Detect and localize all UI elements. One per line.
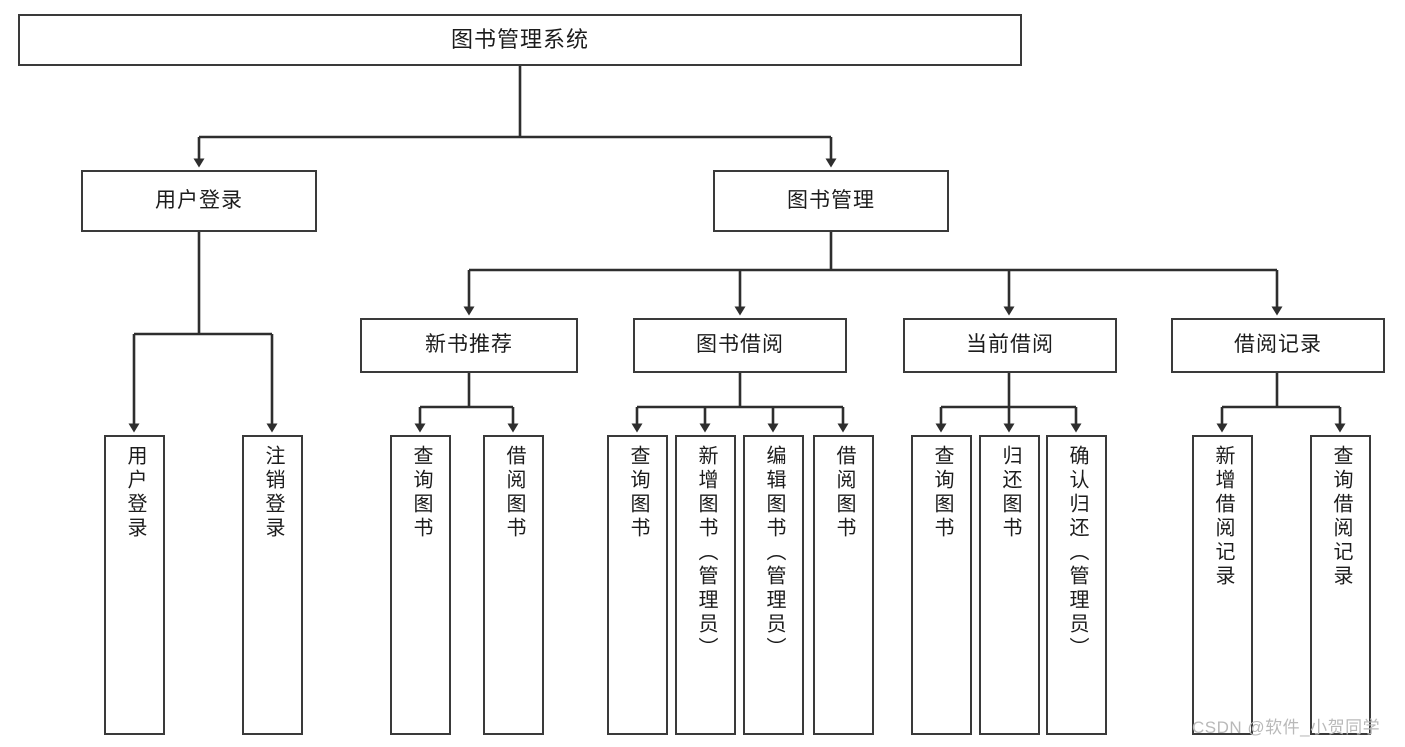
leaf-borrow-book[interactable]: 借阅图书	[813, 435, 874, 735]
node-label: 新增图书（管理员）	[695, 445, 717, 661]
node-label: 查询图书	[627, 445, 649, 541]
leaf-query-book-current[interactable]: 查询图书	[911, 435, 972, 735]
node-label: 编辑图书（管理员）	[763, 445, 785, 661]
node-new-book-recommendation[interactable]: 新书推荐	[360, 318, 578, 373]
leaf-query-book-borrow[interactable]: 查询图书	[607, 435, 668, 735]
node-book-borrow[interactable]: 图书借阅	[633, 318, 847, 373]
leaf-add-book-admin[interactable]: 新增图书（管理员）	[675, 435, 736, 735]
node-label: 借阅记录	[1234, 333, 1322, 357]
node-label: 归还图书	[999, 445, 1021, 541]
node-book-management[interactable]: 图书管理	[713, 170, 949, 232]
node-label: 借阅图书	[503, 445, 525, 541]
leaf-logout[interactable]: 注销登录	[242, 435, 303, 735]
node-label: 借阅图书	[833, 445, 855, 541]
node-label: 查询图书	[931, 445, 953, 541]
leaf-add-borrow-record[interactable]: 新增借阅记录	[1192, 435, 1253, 735]
node-label: 新书推荐	[425, 333, 513, 357]
leaf-borrow-book-new[interactable]: 借阅图书	[483, 435, 544, 735]
node-label: 新增借阅记录	[1212, 445, 1234, 589]
node-label: 图书管理系统	[450, 27, 589, 53]
leaf-query-book-new[interactable]: 查询图书	[390, 435, 451, 735]
node-label: 用户登录	[155, 188, 243, 212]
leaf-query-borrow-record[interactable]: 查询借阅记录	[1310, 435, 1371, 735]
node-label: 查询图书	[410, 445, 432, 541]
node-label: 用户登录	[124, 445, 146, 541]
leaf-user-login[interactable]: 用户登录	[104, 435, 165, 735]
watermark-text: CSDN @软件_小贺同学	[1192, 718, 1381, 737]
node-label: 图书管理	[787, 188, 875, 212]
node-label: 图书借阅	[696, 333, 784, 357]
node-label: 查询借阅记录	[1330, 445, 1352, 589]
node-label: 当前借阅	[966, 333, 1054, 357]
node-root-book-management-system[interactable]: 图书管理系统	[18, 14, 1022, 66]
node-label: 确认归还（管理员）	[1066, 445, 1088, 661]
node-user-login[interactable]: 用户登录	[81, 170, 317, 232]
node-current-borrow[interactable]: 当前借阅	[903, 318, 1117, 373]
leaf-edit-book-admin[interactable]: 编辑图书（管理员）	[743, 435, 804, 735]
leaf-confirm-return-admin[interactable]: 确认归还（管理员）	[1046, 435, 1107, 735]
node-label: 注销登录	[262, 445, 284, 541]
node-borrow-records[interactable]: 借阅记录	[1171, 318, 1385, 373]
leaf-return-book[interactable]: 归还图书	[979, 435, 1040, 735]
